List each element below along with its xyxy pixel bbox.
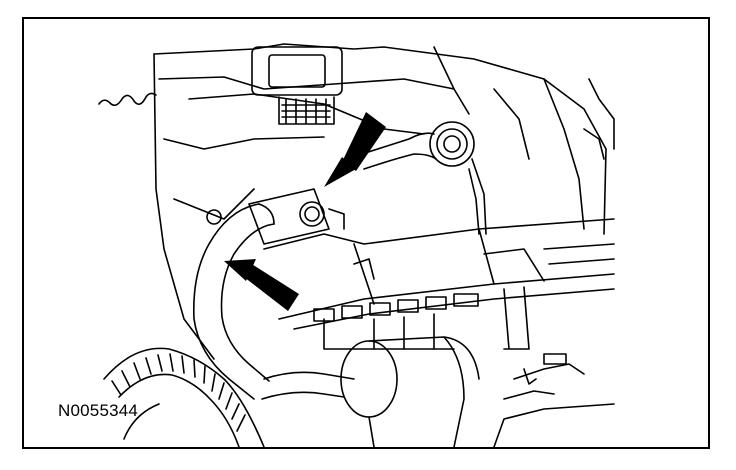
housing-slots bbox=[313, 293, 479, 322]
sensor-connector bbox=[251, 46, 343, 125]
figure-id-label: N0055344 bbox=[58, 401, 139, 420]
hose bbox=[192, 203, 275, 400]
transmission-housing bbox=[263, 218, 615, 350]
figure-frame: N0055344 bbox=[22, 17, 710, 449]
cut-edge bbox=[98, 92, 157, 107]
cylinder-component bbox=[340, 336, 480, 447]
lower-right-detail bbox=[493, 353, 615, 447]
wiring-harness bbox=[103, 347, 355, 447]
engine-illustration bbox=[98, 43, 615, 447]
hose-bracket bbox=[206, 188, 345, 245]
callout-arrow-bolt bbox=[324, 112, 386, 187]
bracket-bolt-top bbox=[361, 121, 487, 235]
callout-arrow-hose bbox=[224, 259, 299, 311]
